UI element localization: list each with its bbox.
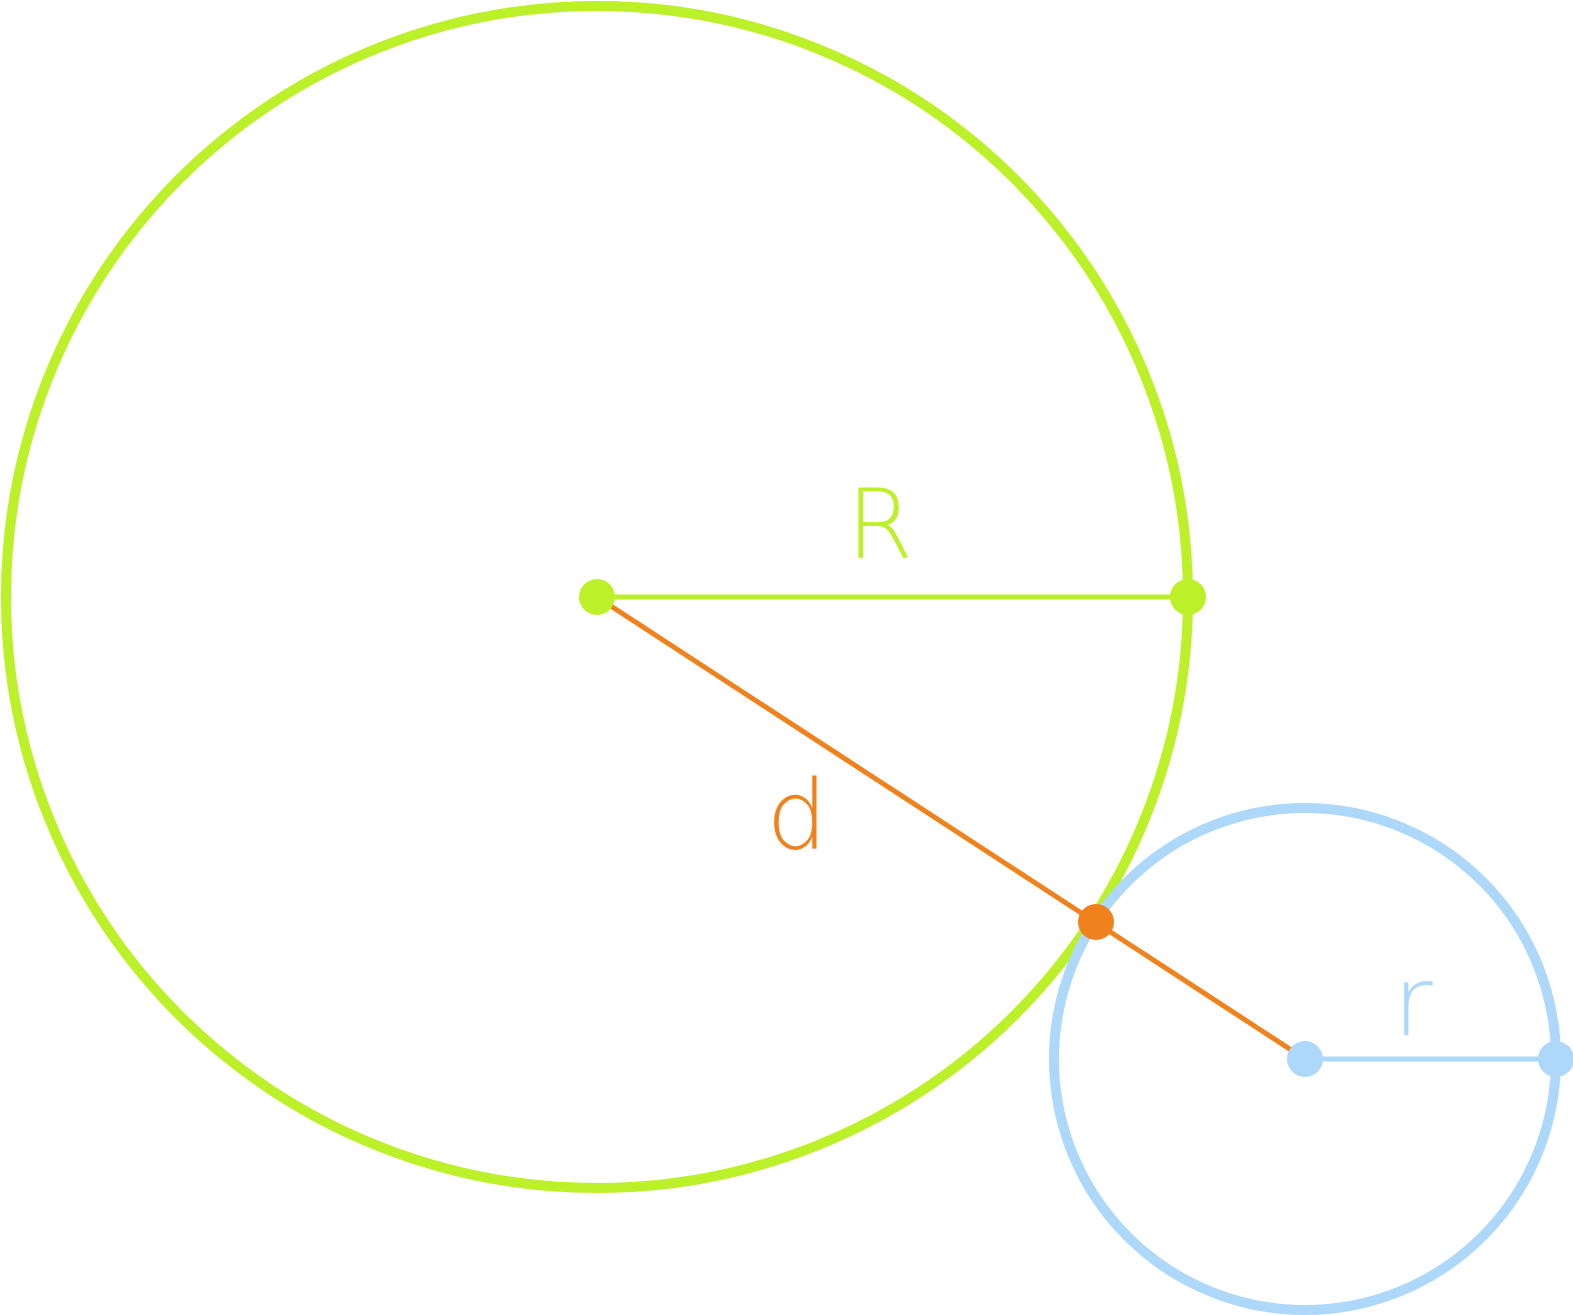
small-radius-end-point	[1538, 1041, 1573, 1077]
big-circle-center-point	[579, 579, 615, 615]
distance-label: d	[767, 760, 828, 872]
big-radius-end-point	[1170, 579, 1206, 615]
big-radius-label: R	[847, 469, 914, 581]
small-circle-center-point	[1287, 1041, 1323, 1077]
small-radius-label: r	[1393, 946, 1433, 1058]
distance-line	[595, 594, 1307, 1062]
intersection-point	[1078, 904, 1114, 940]
